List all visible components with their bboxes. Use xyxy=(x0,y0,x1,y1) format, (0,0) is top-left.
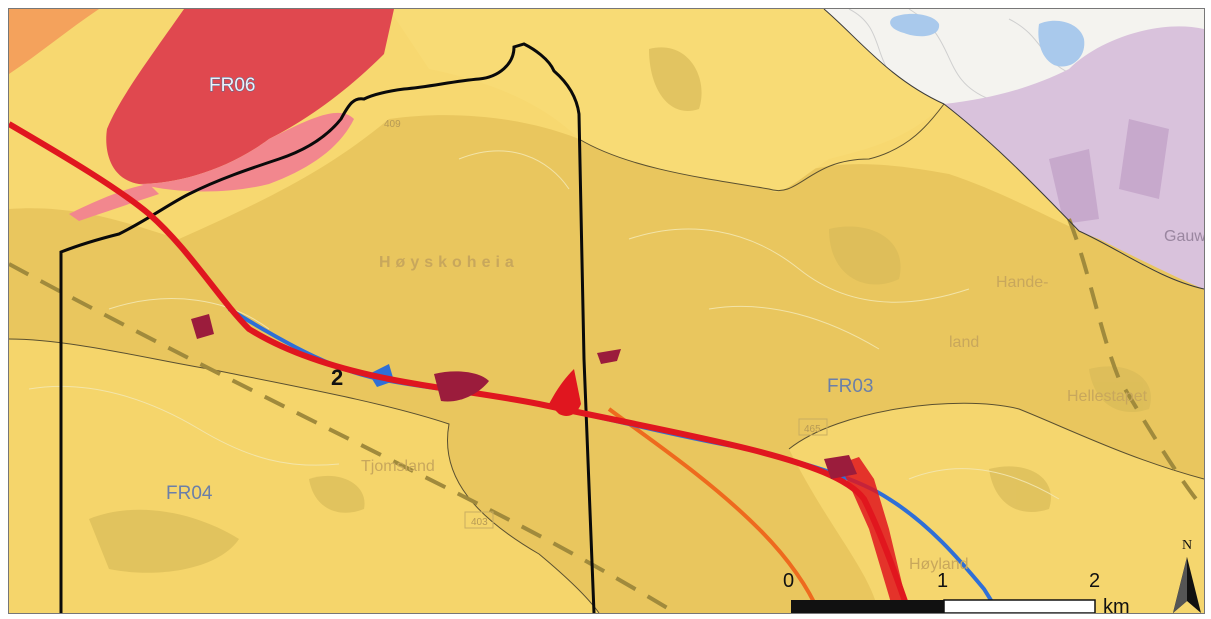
place-label-gauw: Gauw xyxy=(1164,228,1204,245)
scale-bar-segment-2 xyxy=(943,599,1096,613)
place-label-hoyskoheia: Høyskoheia xyxy=(379,254,519,271)
road-number-409: 409 xyxy=(384,119,401,130)
scale-unit: km xyxy=(1103,596,1130,613)
zone-edge-diagonal xyxy=(823,9,1204,290)
road-number-403: 403 xyxy=(471,517,488,528)
north-label: N xyxy=(1182,538,1192,553)
map-frame[interactable]: 409 465 403 FR06 FR04 FR03 Høyskoheia Tj… xyxy=(8,8,1205,614)
zone-fr06[interactable] xyxy=(106,9,395,184)
study-area-boundary[interactable] xyxy=(59,42,596,613)
scale-tick-1: 1 xyxy=(937,570,948,592)
scale-tick-0: 0 xyxy=(783,570,794,592)
zone-purple-patches xyxy=(1049,119,1169,224)
road-number-465-box xyxy=(798,418,828,436)
place-label-tjomsland: Tjomsland xyxy=(361,458,435,475)
zone-fr06-pink xyxy=(139,112,354,192)
route-orange[interactable] xyxy=(607,407,821,613)
zone-fr06-tail xyxy=(69,184,159,221)
road-number-465: 465 xyxy=(804,424,821,435)
map-canvas[interactable]: 409 465 403 FR06 FR04 FR03 Høyskoheia Tj… xyxy=(9,9,1204,613)
road-number-403-box xyxy=(464,511,494,529)
terrain-patches xyxy=(89,47,1151,573)
zone-label-fr04: FR04 xyxy=(166,483,213,504)
contour-lines xyxy=(28,150,1060,500)
north-arrow-highlight xyxy=(1173,557,1187,613)
dashed-border-sw xyxy=(9,262,671,611)
scale-bar-segment-1 xyxy=(791,600,944,613)
lake-ne-2 xyxy=(1038,20,1085,67)
zone-label-fr03: FR03 xyxy=(827,376,873,397)
north-arrow: N xyxy=(1173,538,1201,613)
scale-tick-2: 2 xyxy=(1089,570,1100,592)
zone-yellow-north-border xyxy=(578,103,945,192)
dashed-border-e xyxy=(1067,218,1204,511)
zone-label-fr06: FR06 xyxy=(209,75,255,96)
route-marker-2: 2 xyxy=(331,365,343,390)
route-red-branch xyxy=(549,369,581,416)
zone-yellow-se-border xyxy=(788,402,1204,480)
place-label-hande: Hande- xyxy=(996,274,1048,291)
scale-bar: 0 1 2 km xyxy=(783,570,1130,613)
maroon-patches xyxy=(191,314,857,479)
zone-yellow-sw-border xyxy=(9,338,600,613)
place-label-hoyland: Høyland xyxy=(909,556,969,573)
zone-orange-corner xyxy=(9,9,99,74)
place-label-hellestapet: Hellestapet xyxy=(1067,388,1148,405)
lake-ne-1 xyxy=(890,13,940,37)
route-red-corridor xyxy=(839,457,909,613)
place-label-land: land xyxy=(949,334,979,351)
